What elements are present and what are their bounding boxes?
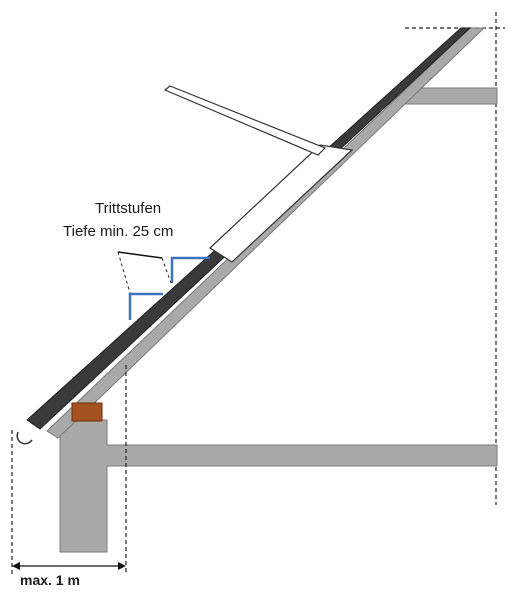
dimension-arrow-right <box>118 562 126 570</box>
step-bracket-lower <box>128 292 163 320</box>
steps-title-label: Trittstufen <box>95 200 162 217</box>
eave-distance-label: max. 1 m <box>20 572 80 588</box>
exterior-wall <box>59 419 498 553</box>
roof-window-frame <box>209 144 354 263</box>
step-depth-dash-right <box>161 257 172 284</box>
dimension-arrow-left <box>12 562 20 570</box>
open-window-sash <box>163 85 327 156</box>
step-bracket-upper <box>170 256 210 283</box>
steps-depth-label: Tiefe min. 25 cm <box>63 223 174 240</box>
gutter <box>16 431 33 445</box>
step-depth-dash-left <box>117 251 131 294</box>
step-depth-line <box>117 251 163 259</box>
wall-plate <box>71 402 103 422</box>
